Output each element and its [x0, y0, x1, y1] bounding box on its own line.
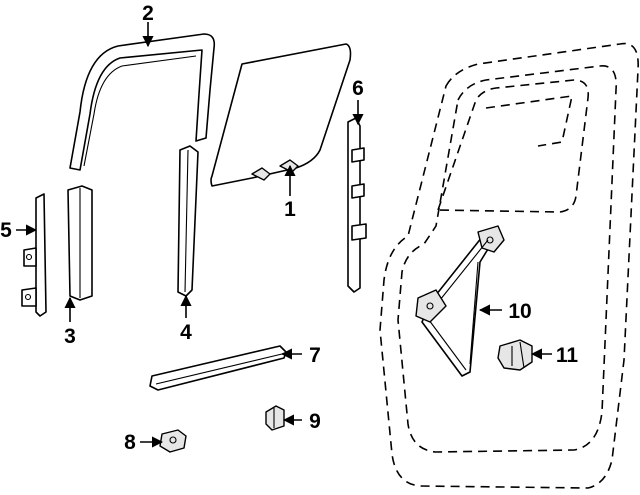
callout-9: 9 — [309, 410, 321, 433]
leader-lines — [16, 22, 552, 448]
part-9-clip — [265, 405, 285, 431]
part-2-glass-run-channel — [69, 33, 216, 171]
part-11-actuator — [497, 339, 533, 371]
part-7-belt-molding — [149, 345, 287, 391]
part-3-front-channel — [67, 185, 93, 301]
callout-3: 3 — [64, 325, 76, 348]
door-shell-outline — [379, 42, 639, 489]
callout-2: 2 — [142, 2, 154, 25]
callout-labels: 2 1 3 4 5 6 7 8 9 10 11 — [0, 2, 578, 454]
part-5-bracket — [21, 193, 47, 317]
callout-7: 7 — [309, 344, 321, 367]
part-6-glass-guide — [347, 117, 367, 293]
callout-10: 10 — [508, 300, 531, 323]
callout-5: 5 — [0, 219, 12, 242]
callout-1: 1 — [284, 198, 296, 221]
part-8-clip — [159, 429, 187, 453]
callout-8: 8 — [124, 431, 136, 454]
callout-6: 6 — [352, 77, 364, 100]
part-10-window-regulator — [415, 225, 505, 377]
part-1-door-glass — [210, 43, 352, 187]
part-4-rear-channel — [177, 145, 199, 297]
callout-4: 4 — [180, 321, 192, 344]
callout-11: 11 — [556, 344, 579, 367]
